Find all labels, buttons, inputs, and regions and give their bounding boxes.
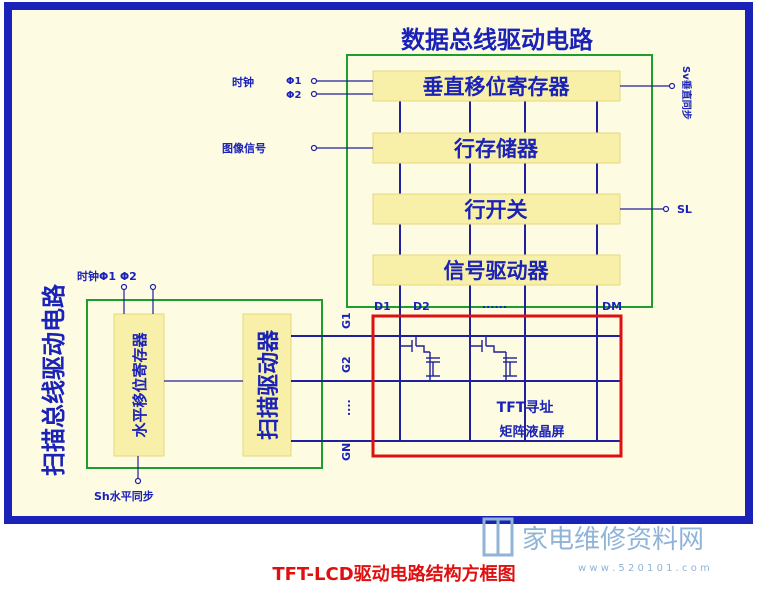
data-driver-box — [346, 54, 653, 308]
watermark-logo — [482, 517, 514, 557]
watermark-url: w w w . 5 2 0 1 0 1 . c o m — [578, 563, 710, 574]
g2-label: G2 — [340, 356, 353, 373]
horizontal-shift-register-label: 水平移位寄存器 — [131, 332, 149, 438]
clock-inputs — [310, 77, 373, 98]
phi2-label: Φ2 — [286, 90, 302, 101]
scan-clock-label: 时钟Φ1 Φ2 — [77, 269, 137, 283]
sl-label: SL — [677, 203, 692, 216]
gn-label: GN — [340, 443, 353, 461]
diagram-caption: TFT-LCD驱动电路结构方框图 — [272, 563, 515, 585]
g1-label: G1 — [340, 312, 353, 329]
sl-terminal — [662, 205, 670, 213]
dm-label: DM — [602, 300, 622, 313]
vertical-shift-register-label: 垂直移位寄存器 — [423, 75, 571, 99]
d2-label: D2 — [413, 300, 430, 313]
dots-label: ...... — [482, 298, 507, 311]
tft-matrix-line1: TFT寻址 — [497, 399, 554, 416]
signal-driver: 信号驱动器 — [372, 254, 621, 286]
line-switch: 行开关 — [372, 193, 621, 225]
tft-cell-1 — [400, 336, 440, 380]
clock-label: 时钟 — [232, 75, 254, 89]
scan-clock-inputs — [120, 283, 157, 314]
image-signal-label: 图像信号 — [222, 141, 266, 155]
sh-terminal — [134, 477, 142, 485]
d1-label: D1 — [374, 300, 391, 313]
gdots-label: .... — [340, 399, 353, 416]
tft-matrix-line2: 矩阵液晶屏 — [498, 424, 564, 440]
vertical-shift-register: 垂直移位寄存器 — [372, 70, 621, 102]
scan-driver-box — [86, 299, 323, 469]
scan-driver-block: 扫描驱动器 — [242, 313, 292, 457]
sv-terminal — [668, 82, 676, 90]
data-driver-title: 数据总线驱动电路 — [401, 26, 594, 54]
sh-label: Sh水平同步 — [94, 489, 154, 503]
line-switch-label: 行开关 — [464, 198, 528, 222]
gate-lines — [291, 335, 620, 442]
phi1-label: Φ1 — [286, 76, 302, 87]
image-signal-terminal — [310, 144, 318, 152]
scan-driver-title: 扫描总线驱动电路 — [40, 283, 68, 476]
signal-driver-label: 信号驱动器 — [444, 259, 550, 283]
line-memory: 行存储器 — [372, 132, 621, 164]
tft-matrix-box — [371, 314, 623, 458]
scan-driver-label: 扫描驱动器 — [257, 329, 282, 440]
horizontal-shift-register: 水平移位寄存器 — [113, 313, 165, 457]
tft-cell-2 — [470, 336, 517, 380]
line-memory-label: 行存储器 — [453, 137, 539, 161]
watermark-text: 家电维修资料网 — [522, 525, 704, 555]
sv-label: Sv垂直同步 — [680, 66, 693, 120]
